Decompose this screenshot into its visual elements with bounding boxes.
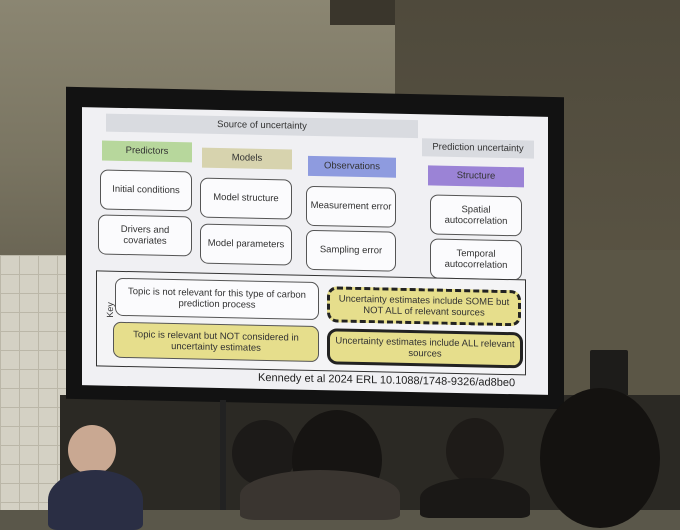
key-relevant-not-considered: Topic is relevant but NOT considered in … — [113, 321, 319, 363]
predictors-header: Predictors — [102, 140, 192, 163]
key-legend: Key Topic is not relevant for this type … — [96, 270, 526, 376]
temporal-autocorrelation-box: Temporal autocorrelation — [430, 238, 522, 281]
key-label: Key — [105, 302, 115, 318]
audience-body — [48, 470, 143, 530]
audience-body — [240, 470, 400, 520]
drivers-covariates-box: Drivers and covariates — [98, 214, 192, 257]
model-structure-box: Model structure — [200, 177, 292, 220]
key-all-sources: Uncertainty estimates include ALL releva… — [327, 328, 523, 369]
measurement-error-box: Measurement error — [306, 185, 396, 228]
key-some-sources: Uncertainty estimates include SOME but N… — [327, 286, 521, 327]
key-not-relevant: Topic is not relevant for this type of c… — [115, 277, 319, 321]
audience-head — [446, 418, 504, 484]
audience-body — [420, 478, 530, 518]
prediction-uncertainty-banner: Prediction uncertainty — [422, 138, 534, 159]
initial-conditions-box: Initial conditions — [100, 169, 192, 212]
spatial-autocorrelation-box: Spatial autocorrelation — [430, 194, 522, 237]
structure-header: Structure — [428, 165, 524, 188]
sampling-error-box: Sampling error — [306, 229, 396, 272]
citation: Kennedy et al 2024 ERL 10.1088/1748-9326… — [258, 371, 516, 390]
source-of-uncertainty-banner: Source of uncertainty — [106, 113, 418, 139]
models-header: Models — [202, 147, 292, 170]
observations-header: Observations — [308, 155, 396, 178]
projected-slide: Source of uncertainty Prediction uncerta… — [82, 107, 548, 395]
microphone-stand — [220, 400, 226, 510]
audience-head-bald — [68, 425, 116, 475]
model-parameters-box: Model parameters — [200, 223, 292, 266]
audience-head — [540, 388, 660, 528]
